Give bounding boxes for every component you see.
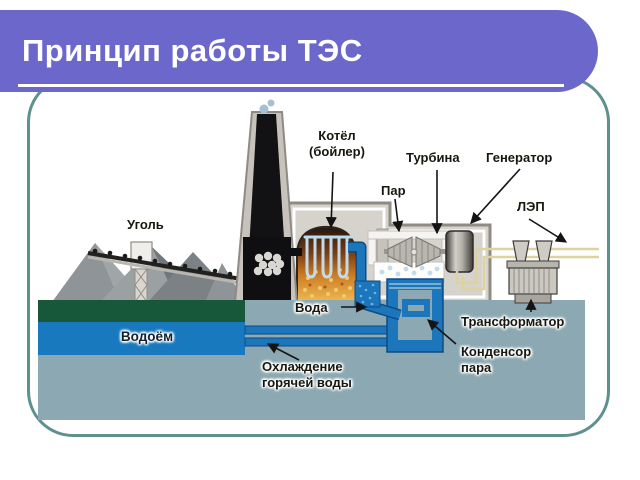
label-generator: Генератор [486,150,553,165]
title-underline [18,84,564,87]
label-cooling-line2: горячей воды [262,374,352,390]
label-reservoir: Водоём [120,329,174,344]
label-condenser: Конденсор пара [461,344,531,376]
transformer [506,240,560,304]
generator [445,230,474,273]
label-transformer: Трансформатор [461,314,565,329]
label-condenser-line1: Конденсор [461,344,532,359]
label-boiler-line2: (бойлер) [309,143,365,159]
leader-arrows [266,168,568,361]
title-bar: Принцип работы ТЭС [0,10,598,92]
reservoir-water [38,322,245,355]
condenser-steam-box [367,230,451,283]
page-title: Принцип работы ТЭС [22,33,363,68]
label-water: Вода [295,300,328,315]
coal-conveyor [87,241,254,303]
boiler [296,225,363,303]
label-turbine: Турбина [406,150,460,165]
ground-strip [38,300,245,322]
label-cooling: Охлаждение горячей воды [262,359,352,391]
label-boiler-line1: Котёл [318,128,356,143]
label-boiler: Котёл (бойлер) [300,128,374,160]
label-coal: Уголь [127,217,164,232]
coal-crusher [243,237,302,300]
label-power-line: ЛЭП [517,199,545,214]
label-condenser-line2: пара [461,359,492,375]
turbine [384,236,448,268]
label-cooling-line1: Охлаждение [262,359,343,374]
label-steam: Пар [381,183,406,198]
smoke-puffs [259,99,275,114]
